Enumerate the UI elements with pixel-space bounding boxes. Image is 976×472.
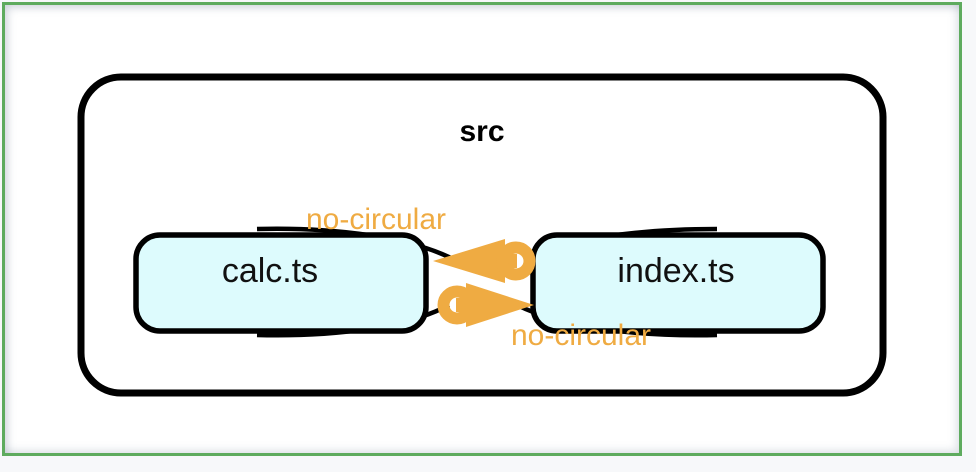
node-calc[interactable]: calc.ts: [133, 232, 429, 334]
dependency-graph: src calc.ts index.ts: [77, 73, 887, 397]
node-index-box: [530, 232, 826, 334]
graph-panel: src calc.ts index.ts: [2, 2, 962, 456]
node-calc-label: calc.ts: [222, 252, 318, 290]
arrow-right-triangle-icon: [466, 283, 534, 327]
cluster-src-box: [77, 73, 887, 397]
edge-index-to-calc-marker: [433, 239, 536, 283]
arrow-left-ring-icon: [496, 241, 536, 281]
node-index[interactable]: index.ts: [530, 232, 826, 334]
cluster-src: src: [77, 73, 887, 397]
edge-index-to-calc-label: no-circular: [306, 203, 446, 236]
arrow-left-triangle-icon: [433, 239, 505, 283]
edge-calc-to-index-marker: [437, 283, 534, 327]
cluster-src-title: src: [459, 115, 504, 148]
node-index-label: index.ts: [617, 252, 734, 290]
edge-calc-to-index-label: no-circular: [511, 319, 651, 352]
node-calc-box: [133, 232, 429, 334]
